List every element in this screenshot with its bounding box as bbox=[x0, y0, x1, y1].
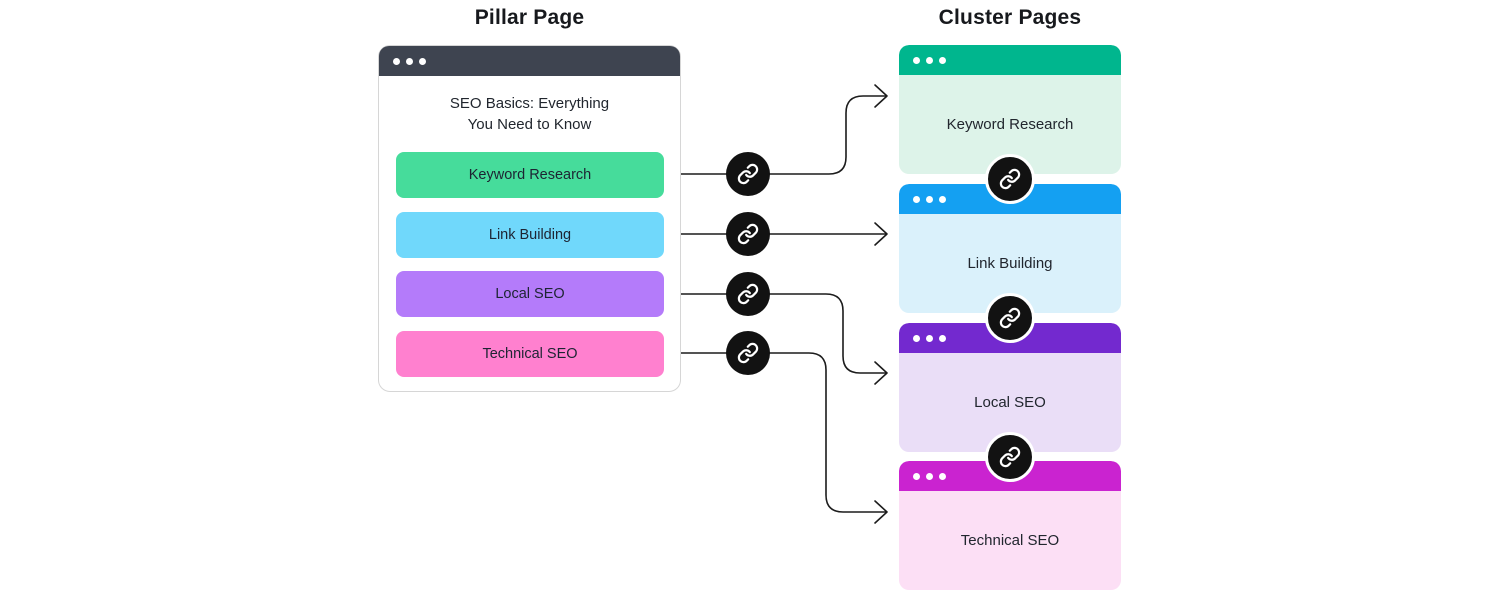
pillar-page-heading: SEO Basics: Everything You Need to Know bbox=[379, 94, 680, 135]
window-dot-icon bbox=[926, 195, 933, 203]
cluster-window-titlebar bbox=[899, 45, 1121, 75]
pillar-window-titlebar bbox=[379, 46, 680, 76]
window-dot-icon bbox=[913, 334, 920, 342]
cluster-page-label: Link Building bbox=[899, 214, 1121, 313]
chain-link-icon bbox=[999, 168, 1021, 190]
window-dot-icon bbox=[913, 472, 920, 480]
pillar-link-technical-seo: Technical SEO bbox=[396, 331, 664, 377]
pillar-link-keyword-research: Keyword Research bbox=[396, 152, 664, 198]
pillar-link-link-building: Link Building bbox=[396, 212, 664, 258]
window-dot-icon bbox=[939, 472, 946, 480]
arrowhead-local-seo bbox=[874, 361, 888, 385]
pillar-heading-line1: SEO Basics: Everything bbox=[449, 95, 610, 112]
window-dot-icon bbox=[419, 57, 426, 65]
window-dot-icon bbox=[939, 334, 946, 342]
arrowhead-keyword-research bbox=[874, 84, 888, 108]
cluster-page-technical-seo: Technical SEO bbox=[899, 461, 1121, 590]
window-dot-icon bbox=[406, 57, 413, 65]
link-badge bbox=[726, 152, 770, 196]
connector-keyword-research bbox=[680, 95, 887, 175]
window-dot-icon bbox=[393, 57, 400, 65]
cluster-link-badge bbox=[985, 293, 1035, 343]
window-dot-icon bbox=[926, 56, 933, 64]
window-dot-icon bbox=[939, 56, 946, 64]
chain-link-icon bbox=[737, 223, 759, 245]
connector-local-seo bbox=[680, 293, 887, 374]
link-badge bbox=[726, 212, 770, 256]
window-dot-icon bbox=[926, 472, 933, 480]
window-dot-icon bbox=[913, 195, 920, 203]
cluster-column-title: Cluster Pages bbox=[938, 6, 1082, 29]
pillar-column-title: Pillar Page bbox=[474, 6, 585, 29]
chain-link-icon bbox=[737, 163, 759, 185]
cluster-page-label: Technical SEO bbox=[899, 491, 1121, 590]
arrowhead-technical-seo bbox=[874, 500, 888, 524]
chain-link-icon bbox=[737, 283, 759, 305]
pillar-page-window: SEO Basics: Everything You Need to Know … bbox=[378, 45, 681, 392]
connector-technical-seo bbox=[680, 352, 887, 513]
window-dot-icon bbox=[913, 56, 920, 64]
pillar-link-local-seo: Local SEO bbox=[396, 271, 664, 317]
link-badge bbox=[726, 272, 770, 316]
cluster-link-badge bbox=[985, 432, 1035, 482]
window-dot-icon bbox=[926, 334, 933, 342]
chain-link-icon bbox=[999, 446, 1021, 468]
link-badge bbox=[726, 331, 770, 375]
arrowhead-link-building bbox=[874, 222, 888, 246]
chain-link-icon bbox=[737, 342, 759, 364]
window-dot-icon bbox=[939, 195, 946, 203]
pillar-heading-line2: You Need to Know bbox=[467, 115, 592, 133]
chain-link-icon bbox=[999, 307, 1021, 329]
cluster-link-badge bbox=[985, 154, 1035, 204]
